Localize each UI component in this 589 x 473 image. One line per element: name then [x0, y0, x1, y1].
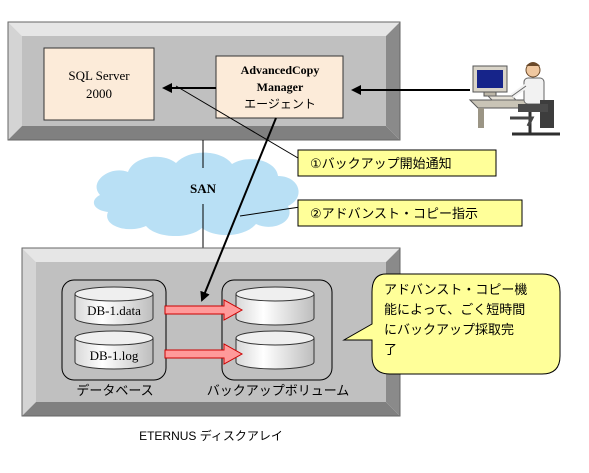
array-caption: ETERNUS ディスクアレイ	[139, 428, 283, 443]
database-label: データベース	[76, 383, 153, 398]
note-line-1: アドバンスト・コピー機	[384, 282, 527, 297]
sql-server-panel	[43, 47, 155, 121]
san-label: SAN	[190, 181, 217, 196]
copy-arrow-log	[164, 343, 244, 365]
sql-server-label: SQL Server	[68, 68, 130, 83]
database-group	[61, 279, 167, 381]
copy-arrow-data	[164, 299, 244, 321]
step2-leader	[239, 206, 301, 217]
disk-volume-icon	[235, 330, 315, 370]
note-bubble	[342, 273, 561, 375]
step1-callout	[297, 149, 497, 177]
note-line-4: 了	[384, 342, 397, 357]
step2-callout	[297, 199, 523, 227]
acm-agent-label-2: Manager	[257, 80, 304, 94]
acm-agent-panel	[215, 55, 344, 119]
copy-instruction-arrow	[200, 117, 277, 302]
sql-server-version: 2000	[86, 86, 112, 101]
operator-workstation-icon	[468, 62, 560, 136]
disk-volume-icon	[74, 330, 154, 370]
step1-text: ①バックアップ開始通知	[310, 156, 452, 171]
log-volume-label: DB-1.log	[90, 348, 139, 363]
step1-leader	[175, 85, 299, 159]
step2-text: ②アドバンスト・コピー指示	[310, 206, 478, 221]
data-volume-label: DB-1.data	[87, 303, 141, 318]
backup-volume-label: バックアップボリューム	[207, 383, 350, 398]
backup-volume-group	[221, 279, 333, 381]
note-line-3: にバックアップ採取完	[384, 322, 514, 337]
disk-volume-icon	[74, 286, 154, 326]
acm-agent-label-1: AdvancedCopy	[241, 63, 320, 77]
disk-volume-icon	[235, 286, 315, 326]
note-line-2: 能によって、ごく短時間	[384, 302, 525, 317]
acm-agent-label-3: エージェント	[244, 97, 316, 111]
